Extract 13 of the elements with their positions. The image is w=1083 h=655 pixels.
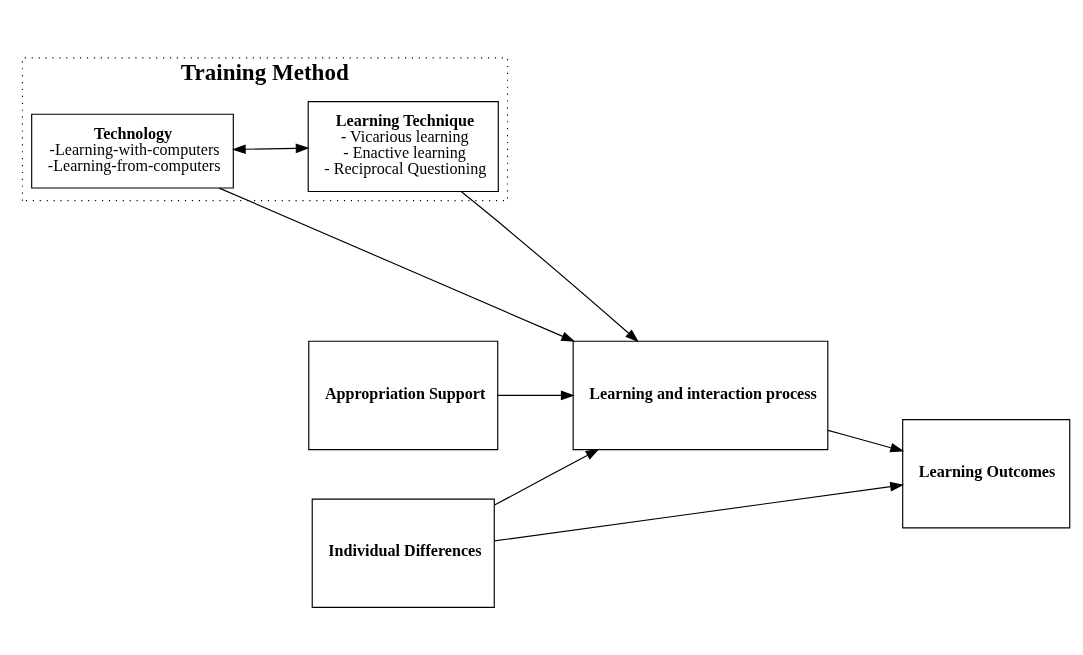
node-box: Technology -Learning-with-computers -Learning-from-computers [31,113,234,189]
node-box: Learning Technique - Vicarious learning - Enactive learning - Reciprocal Questioning [307,100,499,192]
node-box: Individual Differences [311,498,495,608]
node-box: Appropriation Support [308,340,499,450]
arrow [497,390,575,400]
arrow [231,143,310,154]
arrow [218,187,576,342]
arrow [493,481,905,541]
arrow [827,429,905,452]
arrow [460,190,639,342]
arrow [493,448,600,506]
node-box: Learning Outcomes [902,418,1071,528]
node-box: Learning and interaction process [572,340,829,450]
